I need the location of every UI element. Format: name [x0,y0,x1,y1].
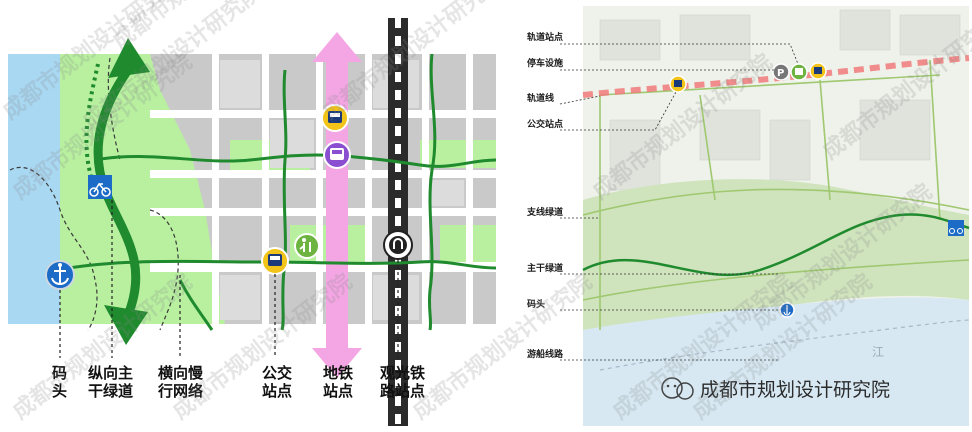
label-branch-greenway: 支线绿道 [526,206,563,218]
svg-text:P: P [777,68,784,79]
map-park [583,179,969,330]
label-main-greenway-map: 主干绿道 [527,262,563,274]
metro-station-icon [323,141,351,169]
map-bus-icon-2 [809,62,827,80]
bike-icon [88,175,112,199]
parking-icon: P [772,63,790,81]
right-leader-lines [559,43,799,361]
label-slow-network: 横向慢行网络 [157,364,204,400]
label-rail-line: 轨道线 [527,92,554,104]
main-greenway-line [582,213,970,277]
label-bus-stop-map: 公交站点 [527,118,563,130]
label-pier: 码头 [52,364,67,400]
label-main-greenway: 纵向主干绿道 [88,364,133,400]
brand-name: 成都市规划设计研究院 [700,379,890,401]
label-bus-stop: 公交站点 [262,364,292,400]
label-rail-station: 轨道站点 [527,31,563,43]
tour-rail-station-icon [383,230,413,260]
label-tour-rail-stop: 观光铁路站点 [380,364,425,400]
map-metro-icon [790,63,808,81]
river-label: 江 [872,345,884,359]
map-pier-icon [779,302,795,318]
brand-logo [661,377,694,400]
map-buildings [599,9,961,191]
pedestrian-icon [294,233,320,259]
cruise-route [599,319,970,371]
map-bike-icon [948,220,964,236]
left-leader-lines [59,200,399,358]
slow-paths [57,53,497,331]
label-parking: 停车设施 [527,57,563,69]
bus-stop-icon [261,247,289,275]
right-map: P 轨道站点 [526,6,970,426]
left-diagram: 码头 纵向主干绿道 横向慢行网络 公交站点 地铁站点 观光铁路站点 [8,18,497,426]
tour-railway [388,18,408,426]
label-cruise-route: 游船线路 [527,348,564,360]
anchor-icon [45,260,75,290]
map-bus-icon-1 [669,75,687,93]
label-metro-stop: 地铁站点 [323,364,353,400]
label-pier-map: 码头 [527,298,545,310]
bus-stop-icon-top [321,104,349,132]
branch-greenways [582,59,970,330]
